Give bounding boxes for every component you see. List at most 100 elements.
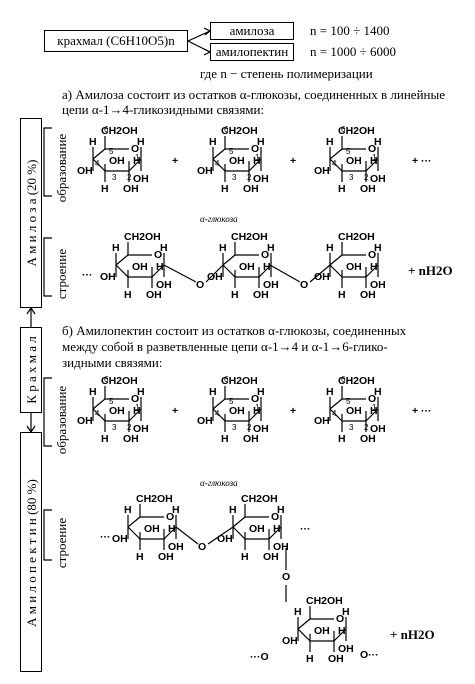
atom-label: H: [267, 242, 275, 254]
atom-label: OH: [77, 165, 93, 177]
chain-start: ···: [100, 531, 111, 543]
atom-label: OH: [77, 415, 93, 427]
section-a-line2: цепи α-1→4-гликозидными связями:: [62, 102, 265, 117]
atom-label: OH: [100, 271, 116, 283]
bond-line: [151, 264, 165, 278]
bond-line: [222, 254, 236, 266]
ring-oxygen: O: [261, 249, 269, 261]
amylose-label: амилоза: [229, 23, 275, 38]
atom-label: H: [263, 261, 271, 273]
bond-line: [297, 618, 311, 630]
bond-line: [297, 628, 311, 642]
carbon-number: 2: [364, 173, 369, 182]
section-a-line1: а) Амилоза состоит из остатков α-глюкозы…: [62, 87, 445, 102]
bond-line: [212, 148, 226, 160]
bond-line: [115, 264, 129, 278]
ch2oh-label: CH2OH: [338, 125, 375, 137]
bond-line: [92, 398, 106, 410]
carbon-number: 2: [127, 423, 132, 432]
atom-label: H: [133, 155, 141, 167]
atom-label: H: [124, 504, 132, 516]
atom-label: H: [221, 183, 229, 195]
amylopectin-box: амилопектин: [210, 43, 294, 61]
amylopectin-label: амилопектин: [215, 44, 289, 59]
amylose-box: амилоза: [210, 22, 294, 40]
ch2oh-label: CH2OH: [136, 493, 173, 505]
bond-line: [248, 408, 262, 422]
atom-label: OH: [263, 279, 279, 291]
connector-lines: [26, 27, 212, 561]
atom-label: H: [221, 433, 229, 445]
bond-line: [127, 516, 141, 528]
atom-label: OH: [243, 183, 259, 195]
bond-line: [309, 264, 331, 283]
atom-label: H: [253, 405, 261, 417]
glucose-caption-a: α-глюкоза: [200, 214, 238, 224]
section-b-line3: зидными связями:: [62, 355, 163, 370]
ch2oh-label: CH2OH: [338, 375, 375, 387]
carbon-number: 5: [109, 147, 114, 156]
bond-line: [175, 526, 199, 545]
ch2oh-label: CH2OH: [306, 595, 343, 607]
ring-oxygen: O: [131, 143, 139, 155]
atom-label: H: [338, 433, 346, 445]
atom-label: OH: [217, 533, 233, 545]
atom-label: H: [342, 606, 350, 618]
bond-line: [333, 628, 347, 642]
atom-label: H: [326, 386, 334, 398]
atom-label: H: [273, 523, 281, 535]
glucose-caption-b: α-глюкоза: [200, 478, 238, 488]
atom-label: OH: [370, 173, 386, 185]
starch-formula-box: крахмал (C6H10O5)n: [44, 30, 188, 52]
atom-label: H: [338, 289, 346, 301]
atom-label: OH: [360, 289, 376, 301]
ring-oxygen: O: [251, 143, 259, 155]
atom-label: H: [209, 386, 217, 398]
water-product-a: + nH2O: [408, 263, 453, 278]
atom-label: OH: [168, 541, 184, 553]
atom-label: H: [257, 136, 265, 148]
atom-label: OH: [253, 289, 269, 301]
atom-label: OH: [132, 261, 148, 273]
continuation: + ···: [412, 405, 432, 417]
carbon-number: 1: [135, 403, 140, 412]
bond-line: [365, 264, 379, 278]
glycosidic-oxygen: O: [198, 541, 206, 553]
bond-line: [329, 254, 343, 266]
ch2oh-label: CH2OH: [338, 231, 375, 243]
atom-label: OH: [253, 173, 269, 185]
atom-label: H: [137, 136, 145, 148]
carbon-number: 1: [135, 153, 140, 162]
bond-line: [222, 264, 236, 278]
carbon-number: 2: [364, 423, 369, 432]
atom-label: OH: [314, 415, 330, 427]
ring-oxygen: O: [336, 613, 344, 625]
atom-label: H: [370, 261, 378, 273]
carbon-number: 5: [346, 397, 351, 406]
atom-label: OH: [158, 551, 174, 563]
atom-label: OH: [144, 523, 160, 535]
carbon-number: 4: [215, 159, 220, 168]
bond-line: [232, 526, 246, 540]
carbon-number: 1: [372, 403, 377, 412]
bond-line: [329, 148, 343, 160]
branch-oxygen: O: [282, 571, 290, 583]
carbon-number: 2: [127, 173, 132, 182]
atom-label: OH: [328, 653, 344, 665]
bond-line: [127, 526, 141, 540]
plus-sign: +: [172, 405, 178, 417]
atom-label: OH: [253, 423, 269, 435]
atom-label: OH: [109, 155, 125, 167]
ch2oh-label: CH2OH: [221, 125, 258, 137]
atom-label: H: [112, 242, 120, 254]
ch2oh-label: CH2OH: [241, 493, 278, 505]
ring-oxygen: O: [368, 393, 376, 405]
atom-label: OH: [314, 165, 330, 177]
carbon-number: 3: [349, 173, 354, 182]
bond-line: [329, 158, 343, 172]
ring-oxygen: O: [251, 393, 259, 405]
atom-label: H: [370, 405, 378, 417]
atom-label: OH: [273, 541, 289, 553]
atom-label: OH: [239, 261, 255, 273]
